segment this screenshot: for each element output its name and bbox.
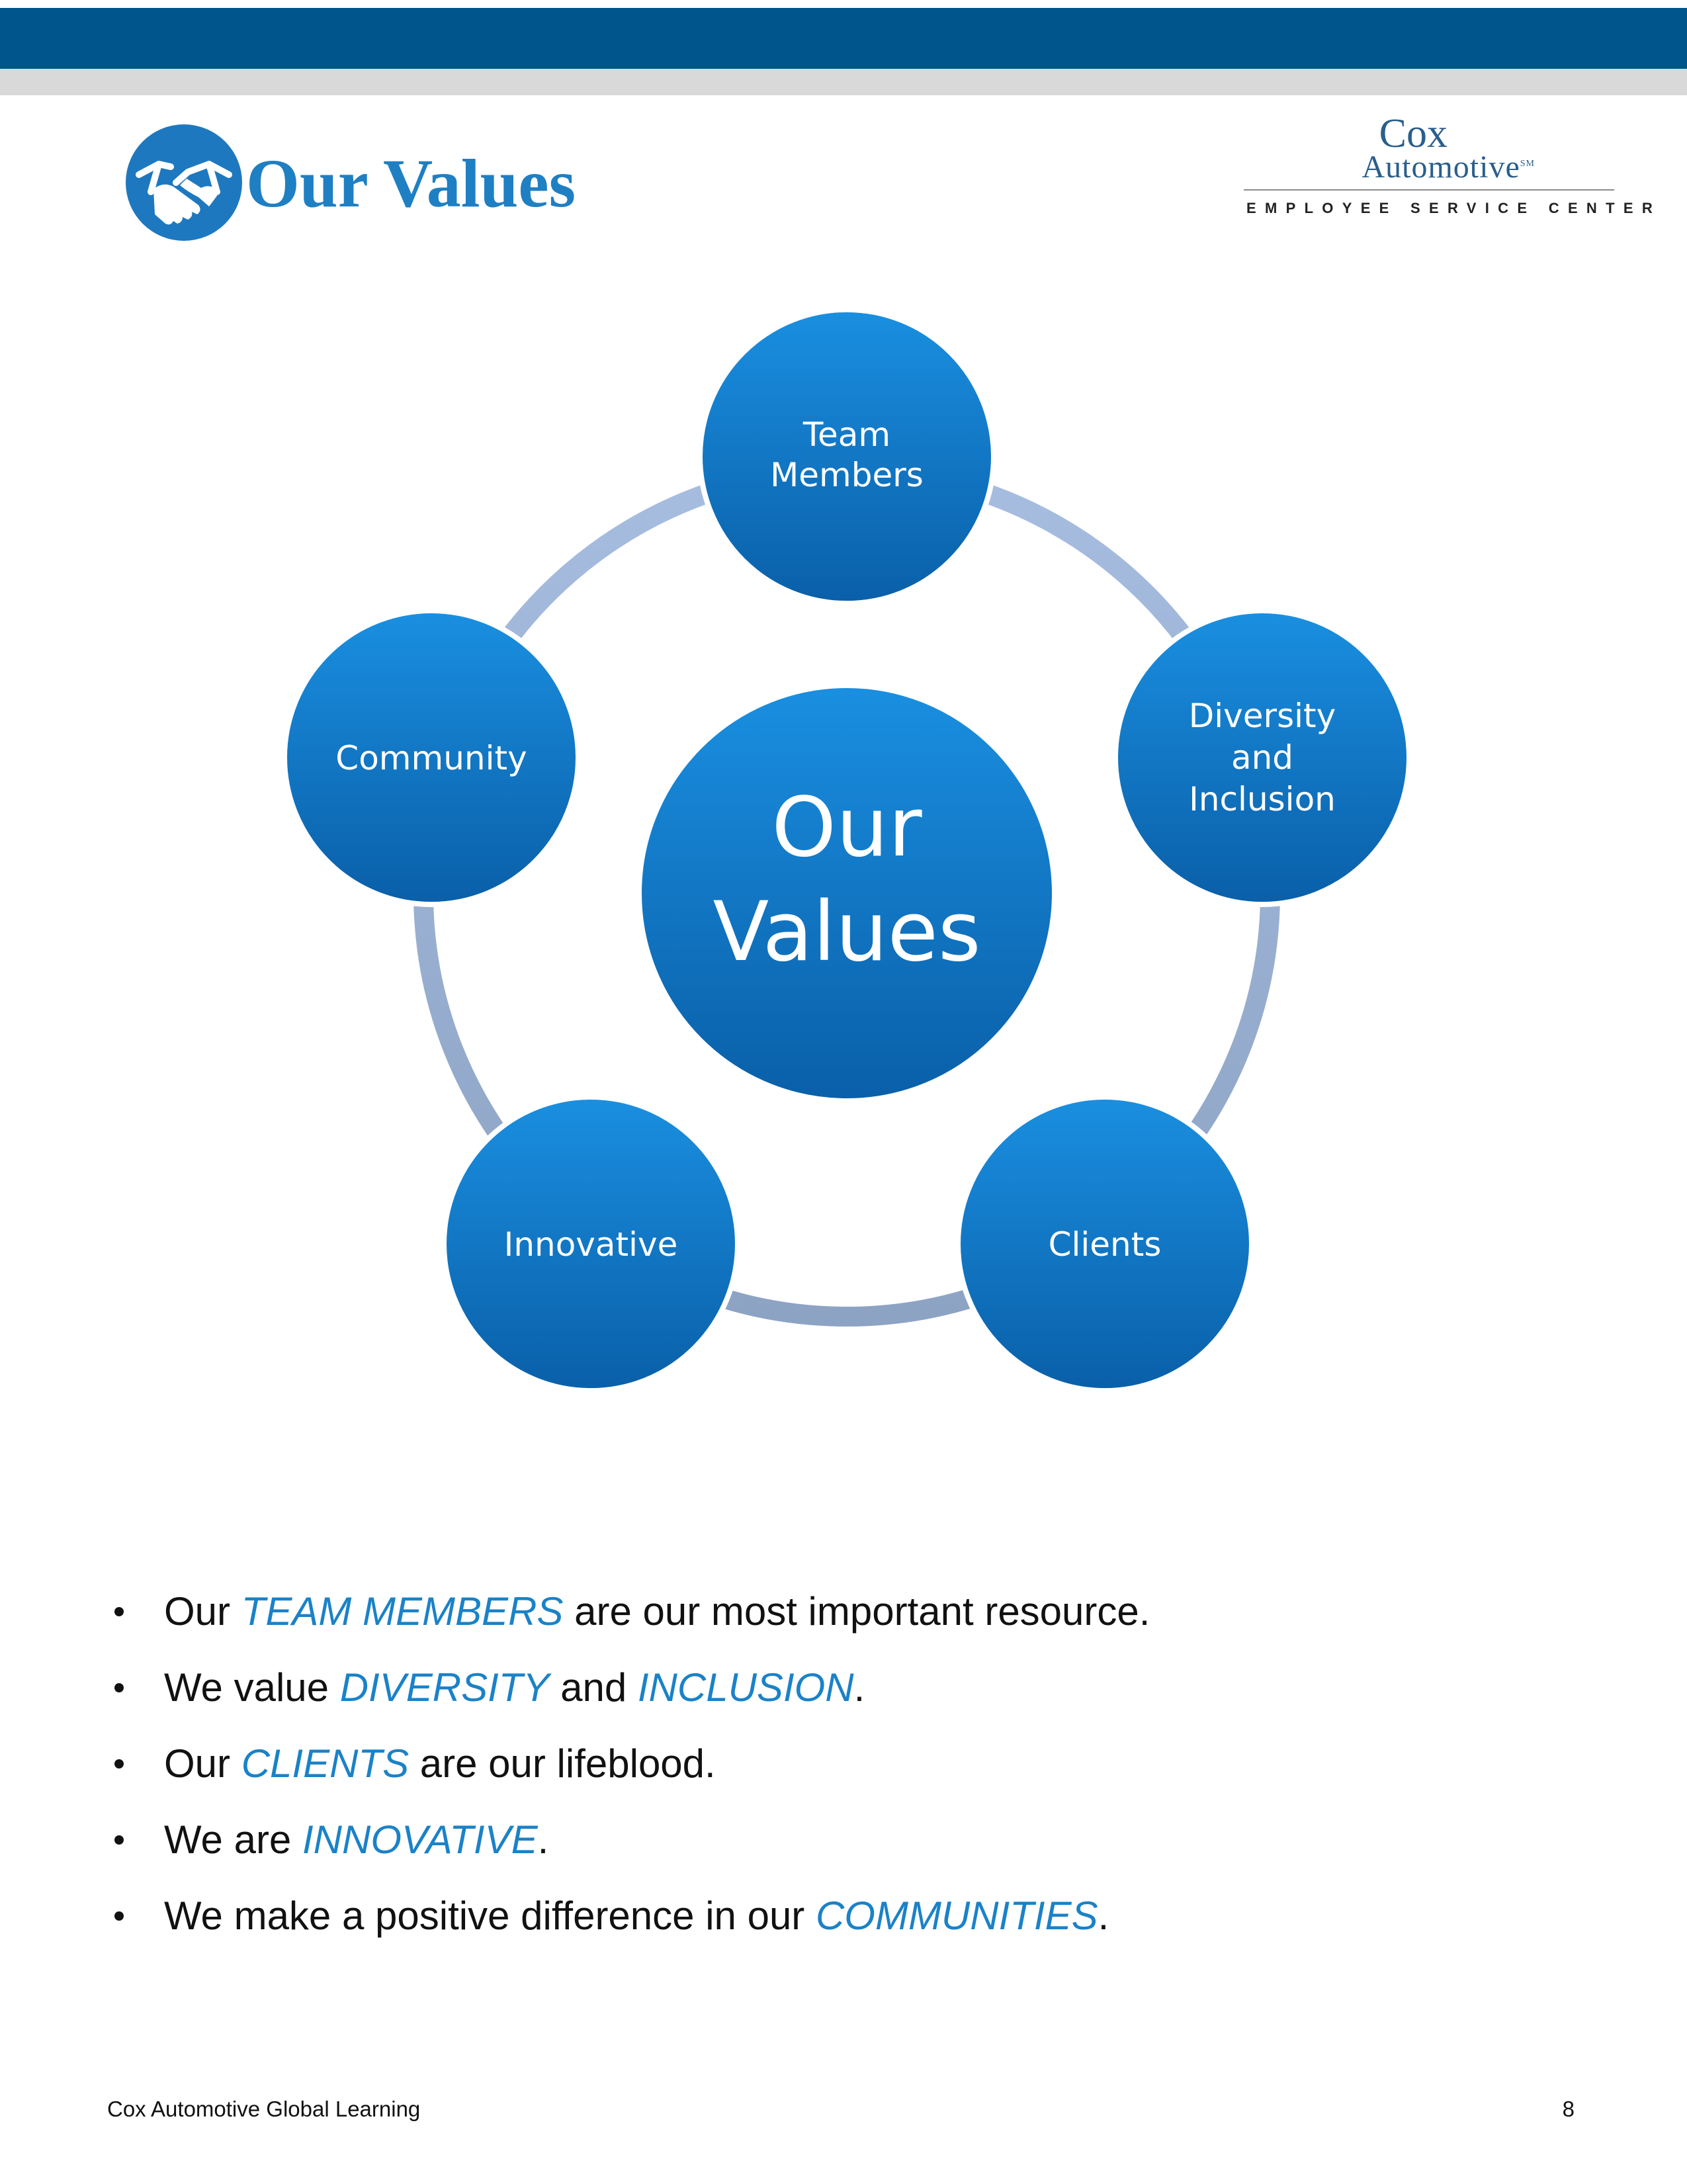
brand-name-line2: AutomotiveSM [1362, 150, 1535, 185]
bullet-item: We value DIVERSITY and INCLUSION. [106, 1649, 1561, 1725]
brand-name-line1: Cox [1379, 111, 1448, 156]
node-innovative-label: Innovative [504, 1225, 678, 1264]
center-label-line1: Our [771, 780, 922, 875]
node-diversity-line3: Inclusion [1189, 780, 1336, 818]
values-bullet-list: Our TEAM MEMBERS are our most important … [106, 1573, 1561, 1954]
header-grey-band [0, 69, 1687, 95]
node-team-members-line2: Members [770, 456, 924, 494]
header-band [0, 8, 1687, 69]
node-diversity-inclusion: Diversity and Inclusion [1113, 608, 1412, 907]
bullet-dot [114, 1911, 124, 1921]
center-label-line2: Values [713, 885, 980, 980]
brand-logo: Cox AutomotiveSM EMPLOYEE SERVICE CENTER [1244, 111, 1662, 224]
page-number: 8 [1562, 2097, 1575, 2121]
handshake-icon [126, 124, 242, 241]
brand-divider [1244, 189, 1614, 191]
page-title: Our Values [246, 146, 576, 222]
node-diversity-line2: and [1231, 738, 1293, 777]
bullet-dot [114, 1682, 124, 1692]
center-node: Our Values [636, 683, 1057, 1104]
node-team-members: Team Members [697, 307, 996, 606]
bullet-dot [114, 1759, 124, 1769]
node-diversity-line1: Diversity [1189, 697, 1336, 735]
values-cycle-diagram: Our Values Team Members Diversity and In… [282, 307, 1412, 1393]
bullet-dot [114, 1835, 124, 1845]
node-community: Community [282, 608, 581, 907]
bullet-item: Our TEAM MEMBERS are our most important … [106, 1573, 1561, 1649]
node-innovative: Innovative [441, 1094, 740, 1393]
brand-subtitle: EMPLOYEE SERVICE CENTER [1246, 200, 1662, 216]
bullet-item: We make a positive difference in our COM… [106, 1878, 1561, 1954]
bullet-item: Our CLIENTS are our lifeblood. [106, 1725, 1561, 1802]
bullet-item: We are INNOVATIVE. [106, 1802, 1561, 1878]
footer-org-name: Cox Automotive Global Learning [107, 2097, 421, 2121]
bullet-dot [114, 1606, 124, 1616]
node-clients: Clients [955, 1094, 1254, 1393]
node-clients-label: Clients [1049, 1225, 1162, 1264]
node-team-members-line1: Team [802, 415, 890, 454]
node-community-label: Community [335, 739, 527, 777]
